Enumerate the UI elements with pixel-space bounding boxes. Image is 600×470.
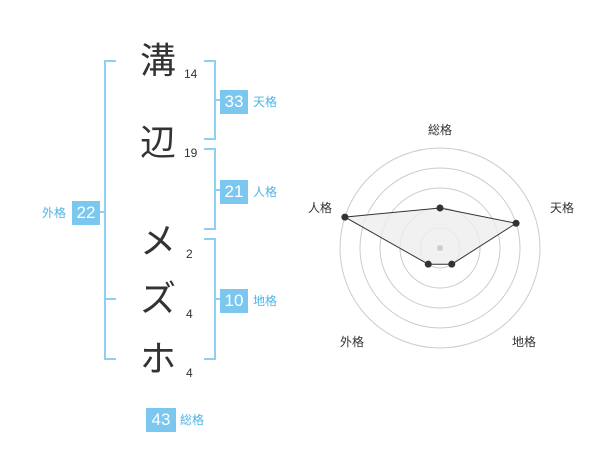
gai-label: 外格 — [42, 206, 67, 220]
jin-badge: 21 — [220, 180, 248, 204]
radar-point-1 — [436, 204, 444, 212]
radar-center-dot — [437, 245, 443, 251]
radar-area — [343, 207, 518, 265]
chi-badge: 10 — [220, 289, 248, 313]
stroke-count-3: 2 — [186, 247, 193, 261]
so-badge: 43 — [146, 408, 176, 432]
radar-label-jin: 人格 — [307, 201, 332, 215]
radar-label-chi: 地格 — [511, 335, 536, 349]
name-char-2: 辺 — [139, 123, 176, 164]
stroke-count-2: 19 — [184, 146, 198, 160]
radar-label-ten: 天格 — [549, 201, 574, 215]
name-char-1: 溝 — [139, 41, 176, 82]
jin-label: 人格 — [253, 185, 278, 199]
gai-badge: 22 — [72, 201, 100, 225]
stroke-count-5: 4 — [186, 366, 193, 380]
jin-bracket-tick — [214, 189, 220, 191]
name-char-4: ズ — [139, 279, 176, 320]
ten-badge: 33 — [220, 90, 248, 114]
gai-bracket-tick — [98, 211, 106, 213]
radar-label-gai: 外格 — [339, 335, 364, 349]
ten-label: 天格 — [253, 95, 278, 109]
ten-bracket-tick — [214, 99, 220, 101]
radar-label-so: 総格 — [427, 123, 452, 137]
radar-point-2 — [512, 219, 520, 227]
stroke-count-4: 4 — [186, 307, 193, 321]
gai-bracket — [104, 60, 116, 360]
radar-ring-3 — [379, 187, 501, 309]
radar-ring-5 — [339, 147, 541, 349]
radar-ring-4 — [359, 167, 521, 329]
radar-point-3 — [448, 260, 456, 268]
name-char-3: メ — [139, 221, 176, 262]
radar-point-4 — [424, 260, 432, 268]
radar-point-5 — [341, 213, 349, 221]
chi-label: 地格 — [253, 294, 278, 308]
name-char-5: ホ — [139, 339, 176, 380]
so-label: 総格 — [180, 413, 205, 427]
gai-bracket-divider — [104, 298, 116, 300]
stroke-count-1: 14 — [184, 67, 198, 81]
chi-bracket-tick — [214, 298, 220, 300]
